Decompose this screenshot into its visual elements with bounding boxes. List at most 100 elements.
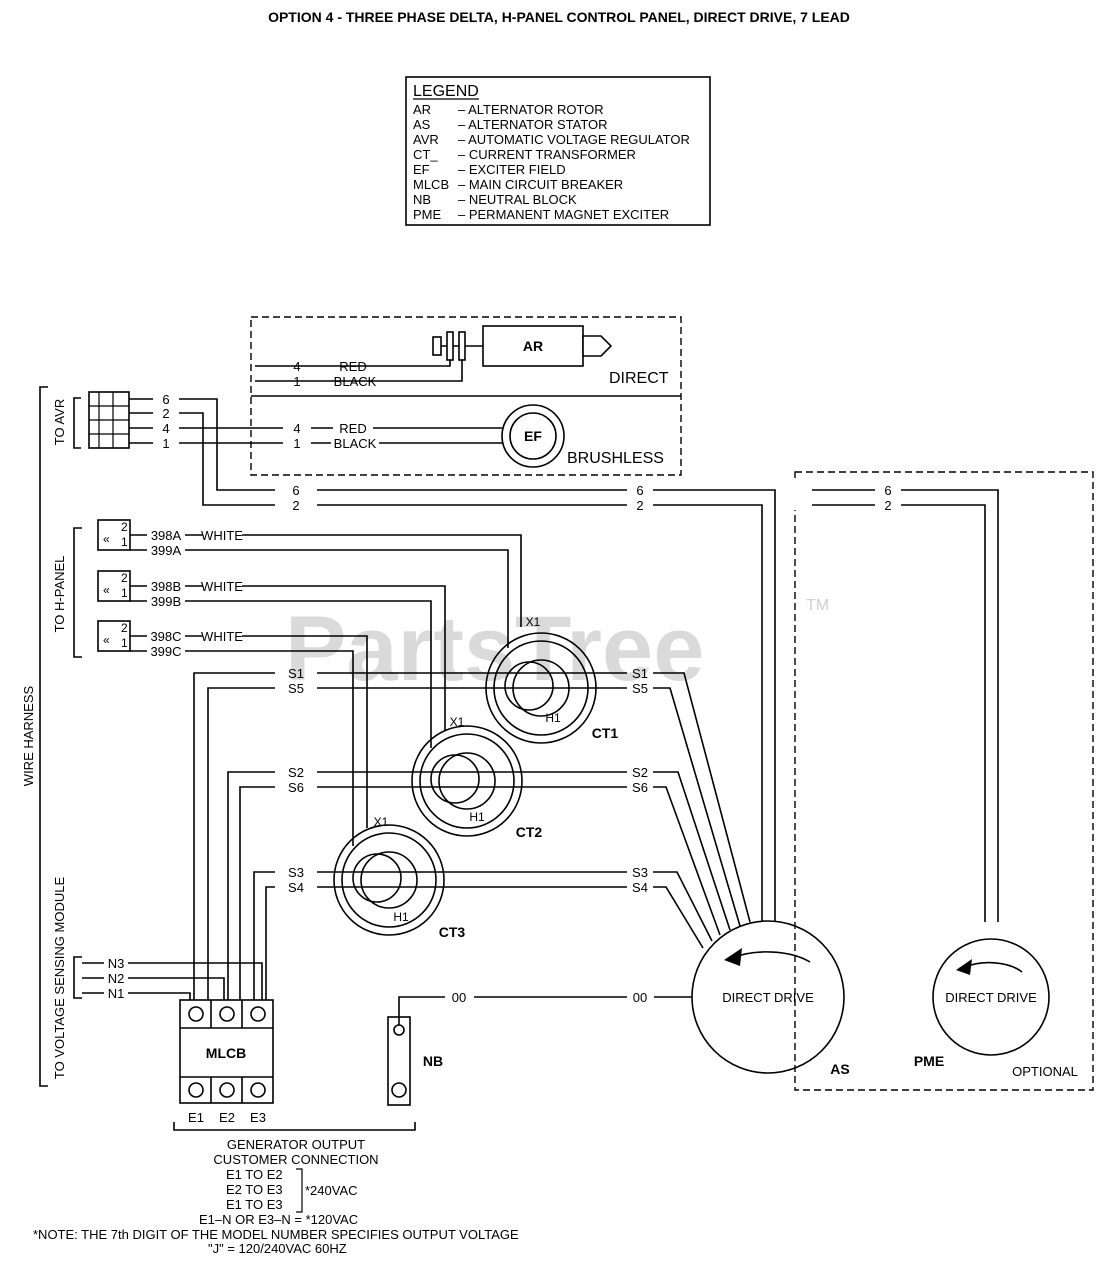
- harness-wire-6: 6: [292, 483, 299, 498]
- ar-label: AR: [523, 338, 543, 354]
- svg-text:1: 1: [121, 586, 128, 600]
- mlcb-label: MLCB: [206, 1045, 246, 1061]
- wire-399b: 399B: [151, 594, 181, 609]
- pme-direct-drive-label: DIRECT DRIVE: [945, 990, 1037, 1005]
- legend-heading: LEGEND: [413, 83, 479, 100]
- wire-harness-label: WIRE HARNESS: [21, 685, 36, 786]
- terminal-e1: E1: [188, 1110, 204, 1125]
- wire-s4-right: S4: [632, 880, 648, 895]
- wire-s2-left: S2: [288, 765, 304, 780]
- wire-white-a: WHITE: [201, 528, 243, 543]
- permanent-magnet-exciter: DIRECT DRIVE PME: [914, 938, 1050, 1069]
- avr-wire-4: 4: [162, 421, 169, 436]
- pme-wire-6: 6: [884, 483, 891, 498]
- brushless-label: BRUSHLESS: [567, 450, 664, 467]
- wire-1-direct: 1: [293, 374, 300, 389]
- wire-399c: 399C: [150, 644, 181, 659]
- to-h-panel-label: TO H-PANEL: [52, 556, 67, 633]
- ct3-label: CT3: [439, 924, 466, 940]
- ct2-x1-label: X1: [450, 715, 465, 729]
- exciter-field: EF: [501, 404, 565, 468]
- wire-n2: N2: [108, 971, 125, 986]
- avr-wire-1: 1: [162, 436, 169, 451]
- ct1-x1-label: X1: [526, 615, 541, 629]
- current-transformer-2: X1 H1 CT2: [411, 715, 543, 840]
- pair-e1-e2: E1 TO E2: [226, 1167, 283, 1182]
- as-direct-drive-label: DIRECT DRIVE: [722, 990, 814, 1005]
- wire-s5-right: S5: [632, 681, 648, 696]
- wire-s3-right: S3: [632, 865, 648, 880]
- as-label: AS: [830, 1061, 849, 1077]
- svg-text:«: «: [103, 583, 110, 597]
- legend-desc: – PERMANENT MAGNET EXCITER: [458, 207, 669, 222]
- ef-label: EF: [524, 428, 542, 444]
- ct3-h1-label: H1: [393, 910, 409, 924]
- svg-text:2: 2: [121, 621, 128, 635]
- svg-text:«: «: [103, 633, 110, 647]
- svg-text:«: «: [103, 532, 110, 546]
- wire-s1-right: S1: [632, 666, 648, 681]
- svg-text:2: 2: [121, 571, 128, 585]
- wire-s6-right: S6: [632, 780, 648, 795]
- legend-code: EF: [413, 162, 430, 177]
- wire-n3: N3: [108, 956, 125, 971]
- wire-s1-left: S1: [288, 666, 304, 681]
- output-notes: GENERATOR OUTPUT CUSTOMER CONNECTION E1 …: [33, 1137, 519, 1256]
- pair-e2-e3: E2 TO E3: [226, 1182, 283, 1197]
- optional-label: OPTIONAL: [1012, 1064, 1078, 1079]
- model-note-j: "J" = 120/240VAC 60HZ: [208, 1241, 347, 1256]
- legend-desc: – AUTOMATIC VOLTAGE REGULATOR: [458, 132, 690, 147]
- avr-wire-2: 2: [162, 406, 169, 421]
- pme-label: PME: [914, 1053, 944, 1069]
- pme-wire-2: 2: [884, 498, 891, 513]
- pair-e1-e3: E1 TO E3: [226, 1197, 283, 1212]
- wire-s3-left: S3: [288, 865, 304, 880]
- wire-4-direct: 4: [293, 359, 300, 374]
- neutral-block: NB: [387, 1016, 443, 1106]
- ct1-h1-label: H1: [545, 711, 561, 725]
- wire-398b: 398B: [151, 579, 181, 594]
- page-title: OPTION 4 - THREE PHASE DELTA, H-PANEL CO…: [268, 9, 850, 25]
- wire-399a: 399A: [151, 543, 182, 558]
- alternator-rotor: AR: [255, 325, 613, 382]
- pme-option-box: OPTIONAL: [791, 471, 1094, 1091]
- legend-code: PME: [413, 207, 442, 222]
- wire-white-b: WHITE: [201, 579, 243, 594]
- wire-00-left: 00: [452, 990, 466, 1005]
- legend-code: NB: [413, 192, 431, 207]
- terminal-e3: E3: [250, 1110, 266, 1125]
- wire-black-direct: BLACK: [334, 374, 377, 389]
- wire-s6-left: S6: [288, 780, 304, 795]
- wire-black-brushless: BLACK: [334, 436, 377, 451]
- to-avr-label: TO AVR: [52, 399, 67, 445]
- wire-398a: 398A: [151, 528, 182, 543]
- legend-desc: – MAIN CIRCUIT BREAKER: [458, 177, 623, 192]
- wire-1-brushless: 1: [293, 436, 300, 451]
- stator-wire-6: 6: [636, 483, 643, 498]
- wire-n1: N1: [108, 986, 125, 1001]
- exciter-option-box: DIRECT BRUSHLESS: [250, 316, 682, 476]
- wire-red-direct: RED: [339, 359, 366, 374]
- wire-4-brushless: 4: [293, 421, 300, 436]
- alternator-stator: DIRECT DRIVE AS: [691, 920, 850, 1077]
- wire-398c: 398C: [150, 629, 181, 644]
- legend-code: AVR: [413, 132, 439, 147]
- avr-connector: [73, 391, 130, 449]
- to-voltage-sensing-label: TO VOLTAGE SENSING MODULE: [52, 877, 67, 1080]
- legend-desc: – ALTERNATOR STATOR: [458, 117, 608, 132]
- wire-red-brushless: RED: [339, 421, 366, 436]
- output-title-1: GENERATOR OUTPUT: [227, 1137, 365, 1152]
- ct2-h1-label: H1: [469, 810, 485, 824]
- ct2-label: CT2: [516, 824, 543, 840]
- legend-code: AR: [413, 102, 431, 117]
- legend-code: AS: [413, 117, 431, 132]
- voltage-120: E1–N OR E3–N = *120VAC: [199, 1212, 358, 1227]
- legend-desc: – EXCITER FIELD: [458, 162, 566, 177]
- wire-00-right: 00: [633, 990, 647, 1005]
- legend: LEGEND AR – ALTERNATOR ROTOR AS – ALTERN…: [405, 76, 711, 226]
- voltage-240: *240VAC: [305, 1183, 358, 1198]
- legend-desc: – ALTERNATOR ROTOR: [458, 102, 604, 117]
- legend-code: MLCB: [413, 177, 449, 192]
- h-panel-connectors: « « « 2 1 2 1 2 1: [73, 519, 131, 658]
- wire-s5-left: S5: [288, 681, 304, 696]
